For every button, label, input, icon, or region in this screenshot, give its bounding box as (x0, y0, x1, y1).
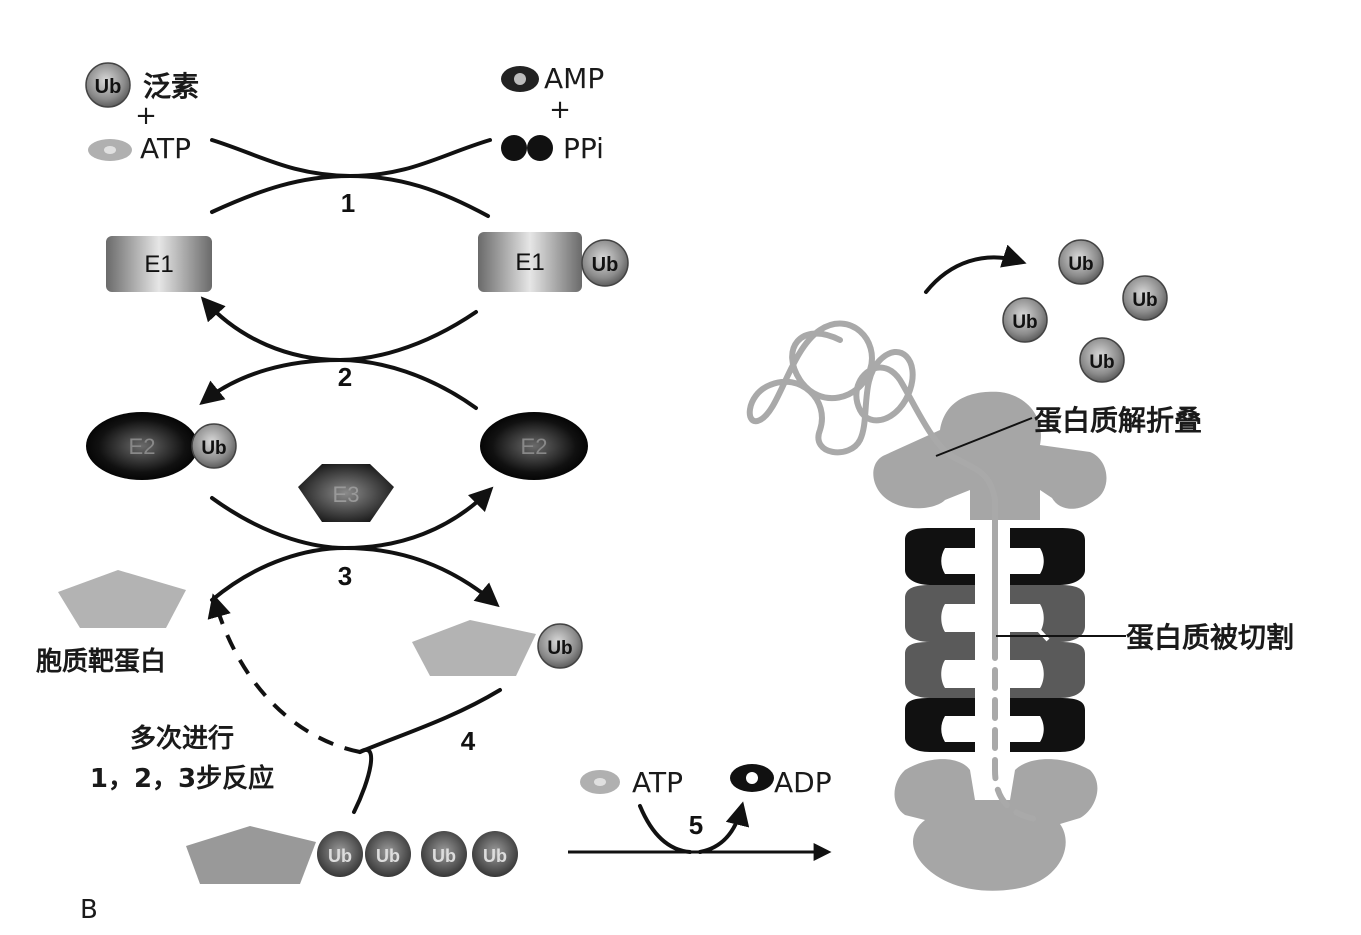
unfolding-label: 蛋白质解折叠 (1034, 404, 1202, 437)
ppi-icon (501, 135, 553, 161)
step-4-label: 4 (461, 726, 476, 756)
polyubiquitinated-protein: Ub Ub Ub Ub (186, 826, 518, 884)
released-ub-1-label: Ub (1068, 254, 1093, 275)
ppi-label: PPi (563, 132, 604, 165)
adp-label: ADP (774, 766, 832, 799)
e2-enzyme: E2 (480, 412, 588, 480)
step4-curve-to-polyub (352, 747, 374, 814)
ub-chain-4-label: Ub (483, 846, 507, 866)
e3-label: E3 (333, 482, 360, 507)
step1-curve-out (210, 173, 490, 218)
amp-label: AMP (544, 62, 604, 95)
e1-ub-label: E1 (515, 249, 544, 276)
unfolding-leader-line (935, 417, 1033, 457)
proteasome-ring-1-right (1010, 528, 1085, 585)
released-ub-3-label: Ub (1012, 312, 1037, 333)
step2-curve-back (200, 296, 478, 363)
released-ub-3: Ub (1002, 297, 1048, 343)
step1-curve-in (210, 138, 492, 179)
released-ub-2: Ub (1122, 275, 1168, 321)
released-ub-4: Ub (1079, 337, 1125, 383)
panel-label: B (80, 895, 98, 925)
cleavage-label: 蛋白质被切割 (1126, 621, 1294, 654)
cleavage-gap-left (943, 610, 962, 628)
ub-chain-2: Ub (365, 831, 411, 877)
repeat-note-line2: 1，2，3步反应 (90, 763, 274, 794)
plus-right: + (549, 95, 571, 125)
atp-label-top: ATP (140, 132, 191, 165)
e1-label: E1 (144, 251, 173, 278)
ub-release-arrow (924, 244, 1027, 294)
cleavage-gap-right (1033, 624, 1050, 642)
released-ub-4-label: Ub (1089, 352, 1114, 373)
atp-icon-step5 (580, 770, 620, 794)
ub-chain-1: Ub (317, 831, 363, 877)
step5-adp-curve (698, 801, 750, 854)
step-1-label: 1 (341, 188, 355, 218)
repeat-note-line1: 多次进行 (130, 723, 234, 754)
proteasome (873, 391, 1107, 891)
step-5-label: 5 (689, 810, 703, 840)
step5-atp-curve (638, 804, 692, 854)
e2-ub-complex: E2 Ub (86, 412, 237, 480)
e3-ligase: E3 (298, 464, 394, 522)
proteasome-ring-1-left (905, 528, 975, 585)
target-protein-label: 胞质靶蛋白 (36, 646, 166, 677)
e1-enzyme: E1 (106, 236, 212, 292)
proteasome-top-cap (873, 391, 1107, 520)
atp-icon (88, 139, 132, 161)
step-3-label: 3 (338, 561, 352, 591)
plus-left: + (135, 101, 157, 131)
released-ub-2-label: Ub (1132, 290, 1157, 311)
proteasome-ring-3-right (1010, 642, 1085, 698)
proteasome-ring-2-left (905, 585, 975, 642)
proteasome-ring-2-right (1010, 585, 1085, 642)
e2-ub-ub-label: Ub (201, 438, 226, 459)
proteasome-ring-4-left (905, 698, 975, 752)
ub-chain-1-label: Ub (328, 846, 352, 866)
ub-chain-4: Ub (472, 831, 518, 877)
step3-curve-target (210, 545, 500, 608)
ub-chain-3: Ub (421, 831, 467, 877)
ubiquitin-label: 泛素 (143, 70, 199, 103)
unfolded-protein (746, 320, 1043, 823)
e2-label: E2 (521, 434, 548, 459)
released-ub-1: Ub (1058, 239, 1104, 285)
step-2-label: 2 (338, 362, 352, 392)
ub-chain-3-label: Ub (432, 846, 456, 866)
target-protein-ub: Ub (412, 620, 583, 676)
ubiquitin-icon-label: Ub (95, 76, 122, 98)
target-ub-ub-label: Ub (547, 638, 572, 659)
proteasome-ring-4-right (1010, 698, 1085, 752)
adp-icon (730, 764, 774, 792)
e1-ub-ub-label: Ub (592, 254, 619, 276)
proteasome-ring-3-left (905, 642, 975, 698)
ub-chain-2-label: Ub (376, 846, 400, 866)
step4-curve-from-target (358, 688, 502, 754)
step2-curve-forward (199, 357, 478, 410)
step4-dashed-return (207, 593, 361, 754)
e2-ub-label: E2 (129, 434, 156, 459)
proteasome-bottom-cap (894, 759, 1098, 891)
ubiquitin-icon: Ub (85, 62, 131, 108)
amp-icon (501, 66, 539, 92)
target-protein-shape (58, 570, 186, 628)
atp-label-step5: ATP (632, 766, 683, 799)
e1-ub-complex: E1 Ub (478, 232, 629, 292)
